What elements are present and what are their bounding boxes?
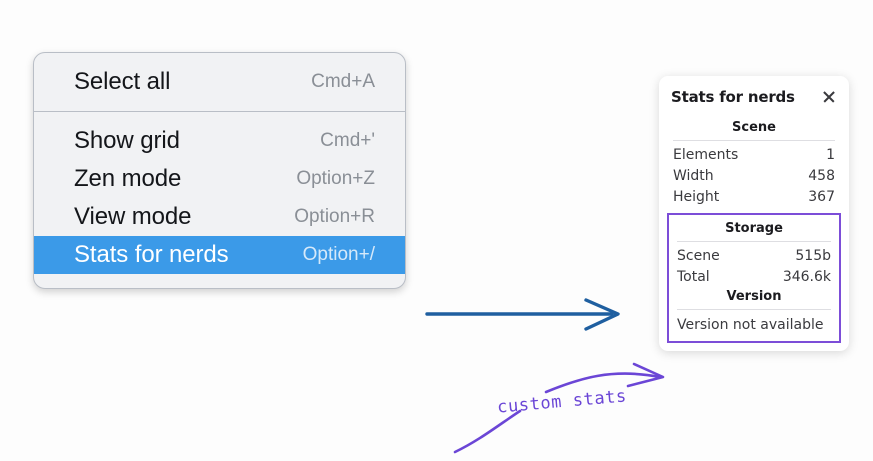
menu-item-zen-mode[interactable]: Zen mode Option+Z — [34, 160, 405, 198]
stat-row: Scene 515b — [675, 245, 833, 266]
menu-item-label: Zen mode — [74, 165, 182, 192]
stat-value: 367 — [808, 188, 835, 205]
scene-section-heading: Scene — [732, 120, 776, 135]
menu-divider — [34, 111, 405, 112]
menu-item-show-grid[interactable]: Show grid Cmd+' — [34, 122, 405, 160]
storage-section: Storage Scene 515b Total 346.6k — [675, 219, 833, 287]
menu-item-shortcut: Option+Z — [296, 168, 375, 189]
panel-title: Stats for nerds — [671, 88, 795, 106]
stat-row: Width 458 — [671, 165, 837, 186]
menu-item-view-mode[interactable]: View mode Option+R — [34, 198, 405, 236]
section-rule — [677, 309, 831, 310]
canvas-context-menu[interactable]: Select all Cmd+A Show grid Cmd+' Zen mod… — [33, 52, 406, 289]
menu-item-stats-for-nerds[interactable]: Stats for nerds Option+/ — [34, 236, 405, 274]
menu-group-2: Show grid Cmd+' Zen mode Option+Z View m… — [34, 112, 405, 274]
stat-label: Height — [673, 188, 720, 205]
scene-section: Scene Elements 1 Width 458 Height 367 — [671, 118, 837, 207]
menu-item-label: Show grid — [74, 127, 180, 154]
stat-value: 346.6k — [782, 268, 831, 285]
stat-label: Scene — [677, 247, 720, 264]
stat-value: 515b — [795, 247, 831, 264]
menu-item-shortcut: Cmd+A — [311, 71, 375, 92]
stat-value: 458 — [808, 167, 835, 184]
stats-for-nerds-panel: Stats for nerds Scene Elements 1 Width 4… — [659, 76, 849, 351]
stat-row: Height 367 — [671, 186, 837, 207]
menu-item-label: Select all — [74, 68, 171, 95]
stat-label: Total — [677, 268, 710, 285]
menu-item-label: View mode — [74, 203, 192, 230]
custom-stats-annotation-label: custom stats — [496, 386, 628, 418]
menu-item-select-all[interactable]: Select all Cmd+A — [34, 63, 405, 101]
menu-item-shortcut: Option+/ — [302, 244, 375, 265]
storage-section-heading: Storage — [725, 221, 783, 236]
menu-item-shortcut: Cmd+' — [320, 130, 375, 151]
menu-item-label: Stats for nerds — [74, 241, 229, 268]
version-section-heading: Version — [726, 289, 782, 304]
stat-row: Total 346.6k — [675, 266, 833, 287]
menu-group-1: Select all Cmd+A — [34, 53, 405, 101]
version-text: Version not available — [677, 317, 824, 333]
custom-stats-highlight-box: Storage Scene 515b Total 346.6k Version … — [667, 213, 841, 343]
section-rule — [677, 241, 831, 242]
stat-label: Width — [673, 167, 714, 184]
menu-item-shortcut: Option+R — [294, 206, 375, 227]
section-rule — [673, 140, 835, 141]
version-section: Version Version not available — [675, 287, 833, 335]
panel-titlebar: Stats for nerds — [671, 88, 837, 106]
close-icon[interactable] — [821, 89, 837, 105]
stat-label: Elements — [673, 146, 739, 163]
blue-arrow-annotation — [425, 298, 620, 331]
stat-row: Elements 1 — [671, 144, 837, 165]
stat-value: 1 — [826, 146, 835, 163]
